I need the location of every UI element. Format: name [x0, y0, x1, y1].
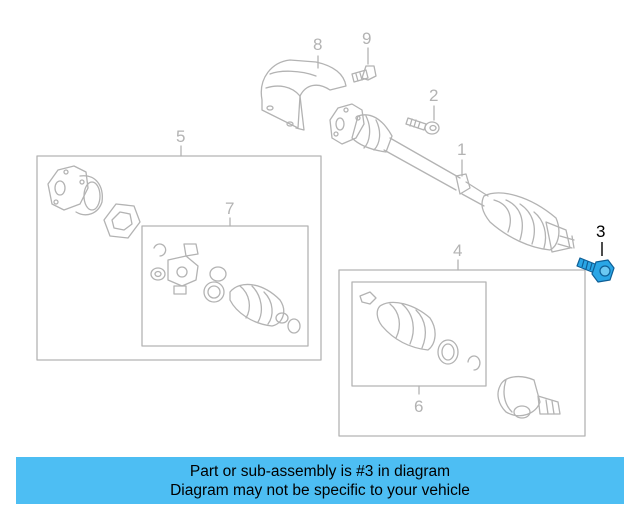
subassembly-box-4 [338, 269, 586, 437]
callout-6: 6 [414, 397, 423, 416]
info-banner: Part or sub-assembly is #3 in diagram Di… [16, 457, 624, 504]
inner-joint-kit-7[interactable] [150, 243, 301, 334]
heat-shield-part-8[interactable] [260, 59, 347, 131]
parts-diagram: 8 9 2 1 5 7 4 6 3 [36, 29, 615, 437]
inner-cv-joint[interactable] [47, 165, 103, 216]
outer-cv-joint[interactable] [497, 375, 561, 419]
callout-1: 1 [457, 140, 466, 159]
boot-kit-6[interactable] [359, 291, 481, 371]
callout-4: 4 [453, 241, 462, 260]
callout-9: 9 [362, 29, 371, 48]
callout-2: 2 [429, 86, 438, 105]
subassembly-box-7 [141, 225, 309, 347]
subassembly-box-5 [36, 155, 322, 361]
subassembly-box-6 [351, 281, 487, 387]
callout-5: 5 [176, 127, 185, 146]
tripod-spider[interactable] [103, 203, 141, 239]
bolt-part-3-highlighted[interactable] [576, 257, 615, 283]
bolt-part-2[interactable] [405, 117, 440, 135]
bolt-part-9[interactable] [351, 65, 377, 83]
callout-3: 3 [596, 222, 605, 241]
banner-line-part: Part or sub-assembly is #3 in diagram [189, 462, 451, 480]
drive-shaft-part-1[interactable] [329, 103, 575, 253]
callout-8: 8 [313, 35, 322, 54]
callout-7: 7 [225, 199, 234, 218]
banner-line-disclaimer: Diagram may not be specific to your vehi… [170, 481, 470, 499]
